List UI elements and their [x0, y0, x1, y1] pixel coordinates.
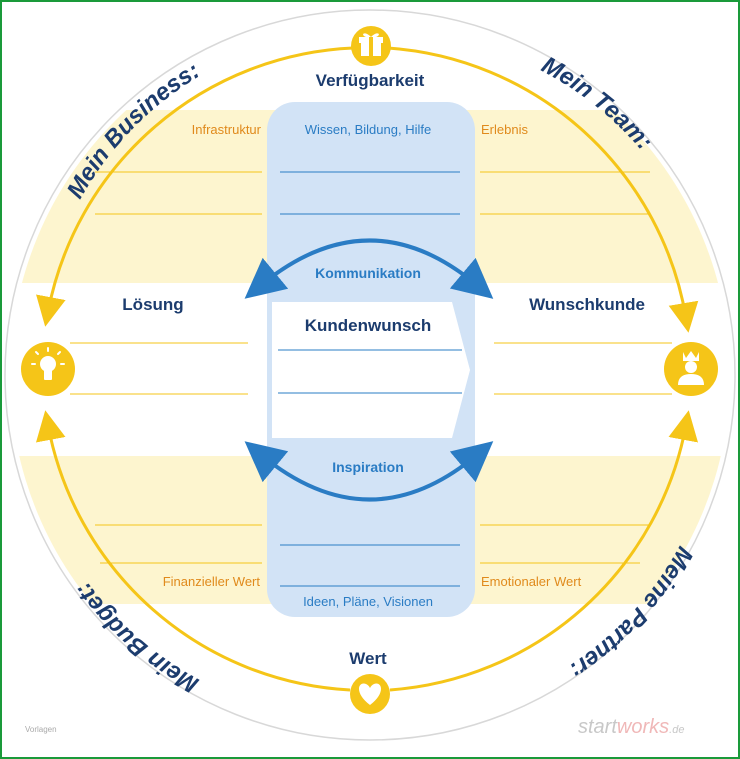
communication-arrow [244, 238, 494, 299]
field-top-left: Infrastruktur [192, 122, 262, 137]
heart-icon [350, 674, 390, 714]
center-writing-lines [280, 171, 460, 587]
bottom-title: Wert [349, 649, 387, 668]
kundenwunsch-lines [278, 349, 462, 394]
left-title: Lösung [122, 295, 183, 314]
field-top-center: Wissen, Bildung, Hilfe [305, 122, 431, 137]
field-top-right: Erlebnis [481, 122, 528, 137]
center-title: Kundenwunsch [305, 316, 432, 335]
left-writing-lines [70, 171, 262, 564]
field-bottom-left: Finanzieller Wert [163, 574, 261, 589]
yellow-ring-arrows [36, 46, 699, 692]
right-writing-lines [480, 171, 672, 564]
lightbulb-icon [21, 342, 75, 396]
kundenwunsch-box [272, 302, 470, 438]
inspiration-label: Inspiration [332, 459, 404, 475]
field-bottom-right: Emotionaler Wert [481, 574, 582, 589]
gift-icon [351, 26, 391, 66]
brand-logo: startworks.de [578, 716, 684, 738]
footer-small-text: Vorlagen [25, 725, 57, 734]
right-title: Wunschkunde [529, 295, 645, 314]
inspiration-arrow [244, 441, 494, 502]
top-title: Verfügbarkeit [316, 71, 425, 90]
field-bottom-center: Ideen, Pläne, Visionen [303, 594, 433, 609]
communication-label: Kommunikation [315, 265, 421, 281]
crowned-person-icon [664, 342, 718, 396]
